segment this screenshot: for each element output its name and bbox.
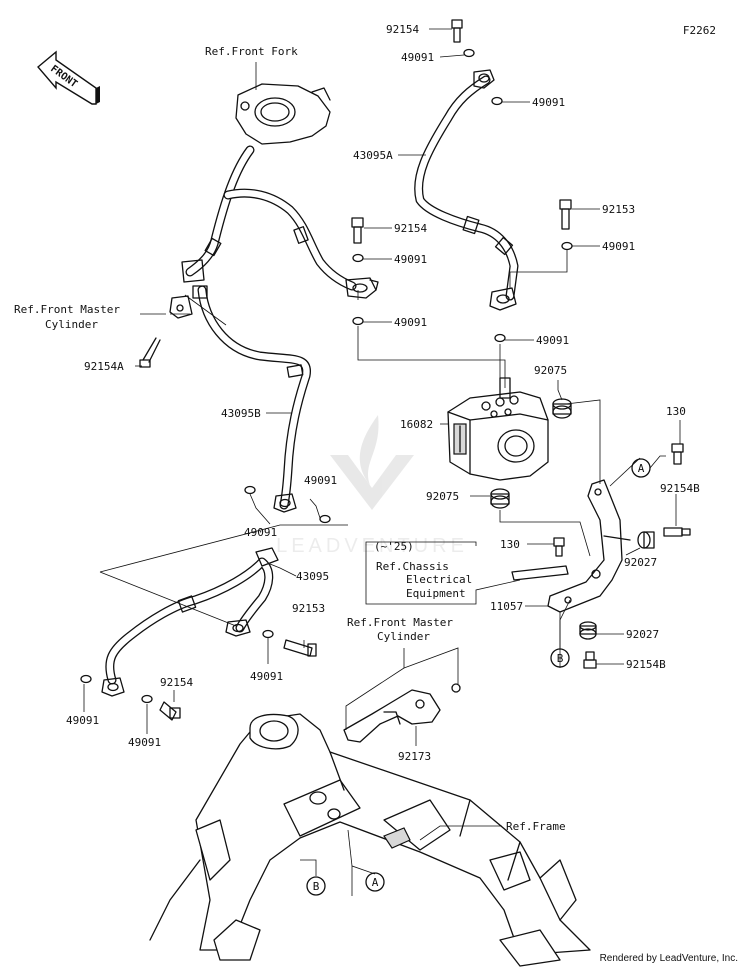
part-49091-right2: 49091 — [536, 334, 569, 347]
diagram-code: F2262 — [683, 24, 716, 37]
part-49091-low: 49091 — [250, 670, 283, 683]
ref-front-master-cylinder-left-line2: Cylinder — [45, 318, 98, 331]
part-92154B-low: 92154B — [626, 658, 666, 671]
abs-hydraulic-unit — [447, 377, 549, 481]
banjo-fitting-right — [489, 287, 517, 311]
part-49091-mid2: 49091 — [394, 316, 427, 329]
bolt-92154-top — [451, 19, 463, 43]
banjo-fitting-low-left — [101, 677, 125, 697]
part-92154-top: 92154 — [386, 23, 419, 36]
washer-group — [80, 48, 573, 704]
part-130-right: 130 — [666, 405, 686, 418]
grommet-92075-bottom — [490, 488, 510, 509]
ref-front-master-cylinder-right-line2: Cylinder — [377, 630, 430, 643]
svg-text:B: B — [313, 880, 320, 893]
part-92075-top: 92075 — [534, 364, 567, 377]
collar-92027-low — [579, 621, 597, 640]
part-92027-right: 92027 — [624, 556, 657, 569]
part-49091-hoseB1: 49091 — [244, 526, 277, 539]
part-49091-top2: 49091 — [532, 96, 565, 109]
part-130-mid: 130 — [500, 538, 520, 551]
motorcycle-frame — [149, 713, 591, 967]
hose-clamp-bracket — [169, 295, 193, 319]
part-92154A: 92154A — [84, 360, 124, 373]
ref-front-master-cylinder-left-line1: Ref.Front Master — [14, 303, 120, 316]
banjo-fitting-top — [473, 69, 495, 89]
part-92027-low: 92027 — [626, 628, 659, 641]
ref-chassis-label-line1: Ref.Chassis — [376, 560, 449, 573]
ref-chassis-date-label: (~'25) — [374, 540, 414, 553]
bolt-92153-low — [283, 639, 317, 657]
bolt-92153-right — [559, 199, 572, 230]
ref-front-master-cylinder-right-line1: Ref.Front Master — [347, 616, 453, 629]
part-49091-bl2: 49091 — [128, 736, 161, 749]
part-49091-hoseB2: 49091 — [304, 474, 337, 487]
part-92154-low: 92154 — [160, 676, 193, 689]
bolt-92173 — [451, 683, 461, 693]
hose-bracket-92173 — [343, 689, 441, 743]
ref-master-cylinder-right-lead — [345, 647, 459, 730]
svg-text:A: A — [638, 462, 645, 475]
bolt-92154B-right — [663, 527, 691, 537]
part-43095B: 43095B — [221, 407, 261, 420]
callout-a-upper: A — [631, 458, 651, 478]
part-92154B-right: 92154B — [660, 482, 700, 495]
part-11057: 11057 — [490, 600, 523, 613]
grommet-92075-top — [552, 398, 572, 419]
callout-b-lower: B — [306, 876, 326, 896]
front-direction-arrow-icon: FRONT — [37, 50, 100, 105]
part-92173: 92173 — [398, 750, 431, 763]
collar-92027-right — [637, 531, 655, 549]
part-16082: 16082 — [400, 418, 433, 431]
svg-text:A: A — [372, 876, 379, 889]
part-49091-top1: 49091 — [401, 51, 434, 64]
bolt-92154-mid — [351, 217, 364, 244]
leader-lines — [83, 28, 681, 896]
part-92153-right: 92153 — [602, 203, 635, 216]
banjo-fitting-43095B — [273, 493, 297, 513]
part-92153-low: 92153 — [292, 602, 325, 615]
ref-frame-label: Ref.Frame — [506, 820, 566, 833]
bolt-130-mid — [553, 537, 565, 557]
bolt-130-right — [671, 443, 684, 465]
banjo-fitting-low-right — [225, 619, 251, 637]
bolt-92154-low — [159, 701, 181, 721]
part-49091-right1: 49091 — [602, 240, 635, 253]
ref-chassis-box — [365, 541, 521, 605]
ref-chassis-label-line2: Electrical — [406, 573, 472, 586]
render-credit: Rendered by LeadVenture, Inc. — [600, 953, 738, 964]
part-43095: 43095 — [296, 570, 329, 583]
part-43095A: 43095A — [353, 149, 393, 162]
bolt-92154B-low — [583, 651, 597, 669]
part-49091-mid1: 49091 — [394, 253, 427, 266]
watermark-text: LEADVENTURE — [276, 535, 468, 557]
chassis-harness-clip — [511, 565, 569, 581]
part-49091-bl1: 49091 — [66, 714, 99, 727]
callout-a-lower: A — [365, 872, 385, 892]
bolt-92154A — [139, 337, 161, 368]
part-92154-mid: 92154 — [394, 222, 427, 235]
ref-chassis-label-line3: Equipment — [406, 587, 466, 600]
banjo-fitting-mid — [345, 277, 379, 299]
front-fork-clamp — [235, 83, 331, 145]
leadventure-logo-icon: LEADVENTURE — [276, 415, 468, 557]
ref-front-fork-label: Ref.Front Fork — [205, 45, 298, 58]
part-92075-bottom: 92075 — [426, 490, 459, 503]
